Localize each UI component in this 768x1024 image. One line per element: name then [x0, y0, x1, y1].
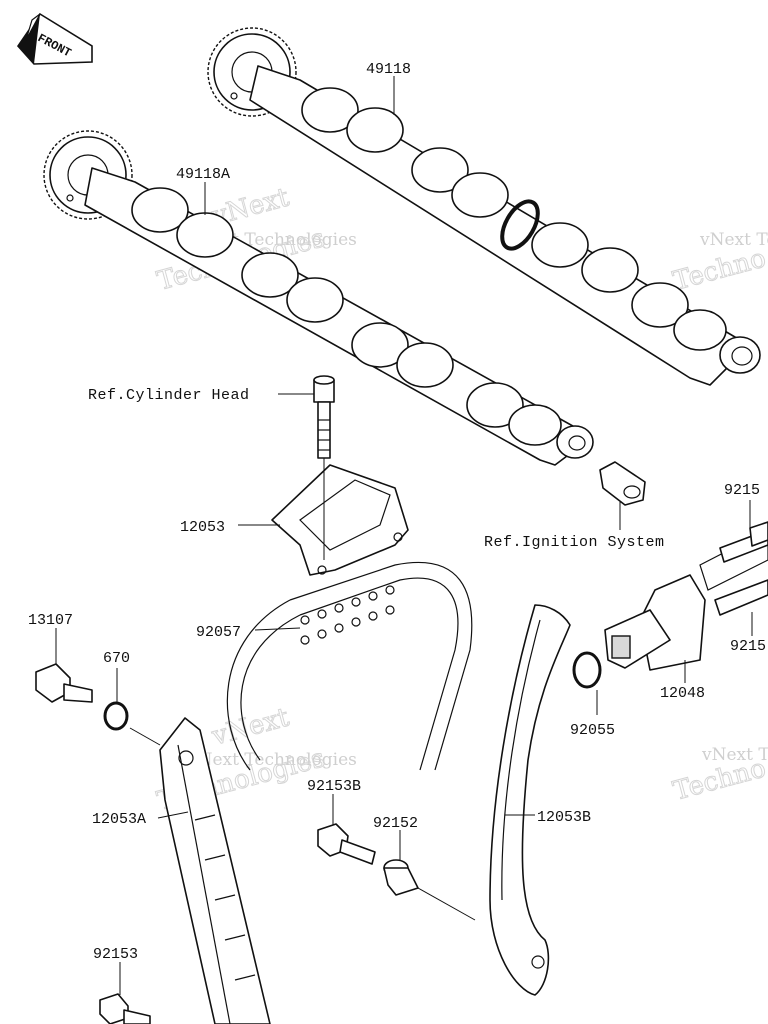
bolt-92153 — [99, 993, 151, 1024]
tensioner-bolt-upper — [719, 521, 768, 563]
bolt-13107 — [35, 663, 93, 703]
o-ring-92055 — [572, 651, 602, 689]
ignition-key-part — [599, 461, 646, 506]
part-label-12053: 12053 — [180, 519, 225, 536]
chain-guide-12053A — [159, 717, 271, 1024]
front-arrow-icon: FRONT — [16, 12, 93, 65]
part-label-92055: 92055 — [570, 722, 615, 739]
part-label-92153: 92153 — [93, 946, 138, 963]
ref-ignition-system: Ref.Ignition System — [484, 534, 665, 551]
watermark-text: Techno — [670, 243, 768, 296]
part-label-13107: 13107 — [28, 612, 73, 629]
collar-92152 — [383, 859, 419, 896]
cylinder-head-bolt — [313, 375, 335, 459]
part-label-9215-upper: 9215 — [724, 482, 760, 499]
camshaft-49118A — [43, 130, 594, 466]
part-label-92153B: 92153B — [307, 778, 361, 795]
part-label-12053A: 12053A — [92, 811, 146, 828]
chain-guide-12053 — [271, 464, 409, 576]
part-label-92152: 92152 — [373, 815, 418, 832]
leader-lines — [55, 76, 753, 995]
bolt-92153B — [317, 823, 376, 865]
part-label-49118: 49118 — [366, 61, 411, 78]
watermark-text: vNext Te — [699, 230, 768, 250]
part-label-92057: 92057 — [196, 624, 241, 641]
part-label-12053B: 12053B — [537, 809, 591, 826]
watermark-text: vNext Te — [701, 745, 768, 765]
chain-guide-12053B — [489, 604, 571, 996]
camshaft-49118 — [207, 27, 761, 386]
chain-tensioner-12048 — [604, 529, 768, 671]
ref-cylinder-head: Ref.Cylinder Head — [88, 387, 250, 404]
part-label-49118A: 49118A — [176, 166, 230, 183]
part-label-12048: 12048 — [660, 685, 705, 702]
watermark-text: vNext Technologies — [187, 750, 357, 770]
o-ring-670 — [103, 701, 129, 731]
part-label-670: 670 — [103, 650, 130, 667]
tensioner-bolt-lower — [714, 579, 768, 616]
part-label-9215-lower: 9215 — [730, 638, 766, 655]
